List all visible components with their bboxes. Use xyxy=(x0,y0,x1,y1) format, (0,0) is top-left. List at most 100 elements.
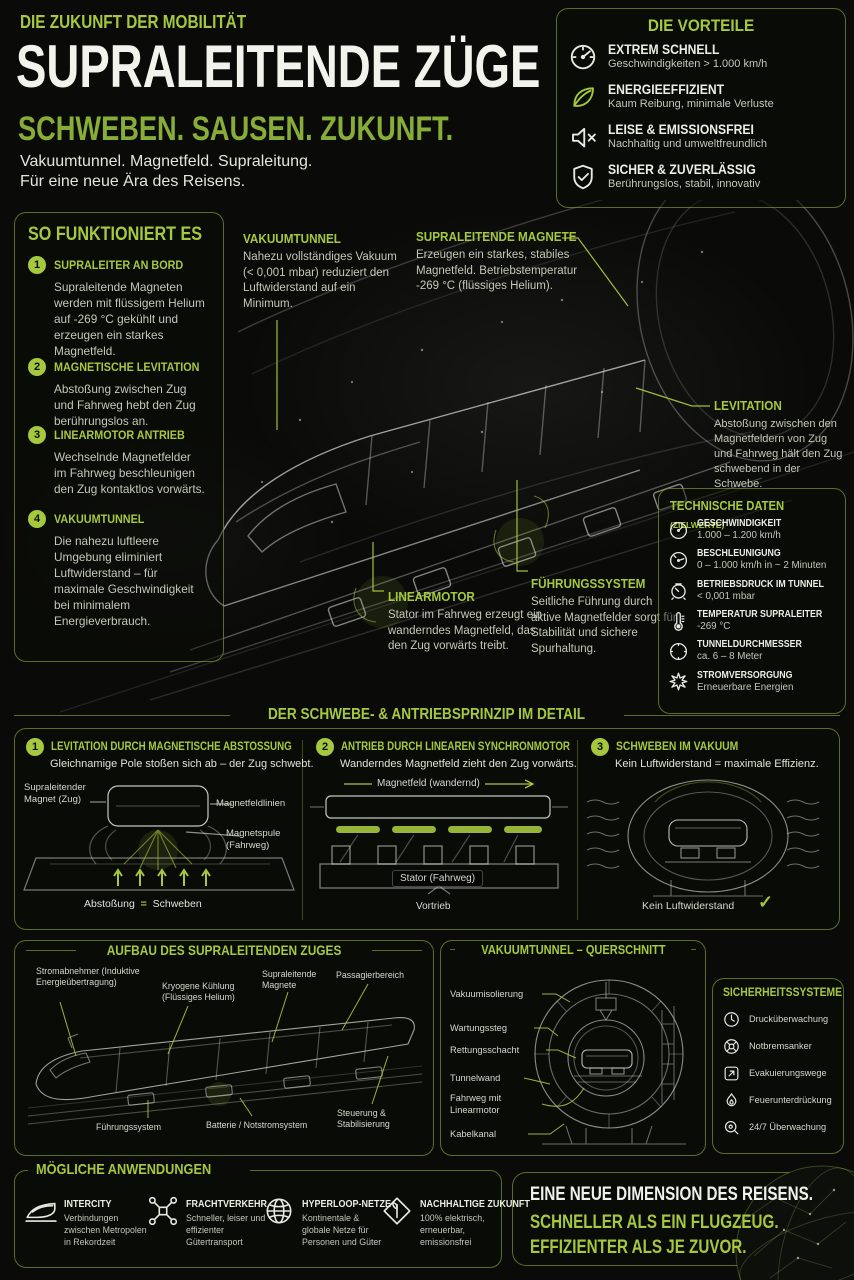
tech-data-row: TUNNELDURCHMESSER ca. 6 – 8 Meter xyxy=(668,639,838,663)
step-number: 1 xyxy=(28,256,46,274)
anwendung-zukunft-title: NACHHALTIGE ZUKUNFT xyxy=(420,1199,530,1210)
funktioniert-panel xyxy=(14,212,224,662)
header-kicker: DIE ZUKUNFT DER MOBILITÄT xyxy=(20,12,247,32)
page-title: SUPRALEITENDE ZÜGE xyxy=(16,33,541,100)
vorteile-item: EXTREM SCHNELL Geschwindigkeiten > 1.000… xyxy=(568,42,774,72)
detail-panel-3-header: 3 SCHWEBEN IM VAKUUM xyxy=(591,738,752,756)
technische-daten-panel xyxy=(658,488,846,714)
label-magnet: Supraleitender Magnet (Zug) xyxy=(24,782,86,806)
tech-data-row: BESCHLEUNIGUNG 0 – 1.000 km/h in ~ 2 Min… xyxy=(668,548,838,572)
outro-line-3: EFFIZIENTER ALS JE ZUVOR. xyxy=(530,1237,747,1258)
label-kein-luftwiderstand: Kein Luftwiderstand xyxy=(642,900,735,912)
label-stromabnehmer: Stromabnehmer (Induktive Energieübertrag… xyxy=(36,966,140,988)
maglev-train-illustration xyxy=(59,200,854,713)
sicherheit-title: SICHERHEITSSYSTEME xyxy=(723,987,843,999)
thermometer-icon xyxy=(674,611,685,631)
levitation-bottom-labels: Abstoßung = Schweben xyxy=(84,898,202,910)
outro-line-2: SCHNELLER ALS EIN FLUGZEUG. xyxy=(530,1212,779,1233)
callout-lines xyxy=(276,237,710,592)
vorteile-item: SICHER & ZUVERLÄSSIG Berührungslos, stab… xyxy=(568,162,774,192)
detail-panel-3-subtitle: Kein Luftwiderstand = maximale Effizienz… xyxy=(615,758,819,770)
divider-line xyxy=(14,714,231,716)
muted-speaker-icon xyxy=(572,127,596,148)
label-fahrweg-linearmotor: Fahrweg mit Linearmotor xyxy=(450,1093,502,1116)
train-icon xyxy=(25,1202,57,1222)
label-batterie: Batterie / Notstromsystem xyxy=(206,1120,308,1130)
panel-divider xyxy=(577,740,578,920)
detail-panel-1-subtitle: Gleichnamige Pole stoßen sich ab – der Z… xyxy=(50,758,314,770)
panel-number: 2 xyxy=(316,738,334,756)
anwendung-intercity-title: INTERCITY xyxy=(64,1199,112,1210)
label-magnetfeld: Magnetfeld (wandernd) xyxy=(372,777,485,790)
page-subtitle: SCHWEBEN. SAUSEN. ZUKUNFT. xyxy=(18,110,454,148)
vacuum-tube-diagram xyxy=(586,779,820,897)
vorteile-panel xyxy=(556,8,846,208)
freight-network-icon xyxy=(148,1196,178,1226)
anwendung-intercity xyxy=(24,1194,58,1228)
callout-linearmotor: LINEARMOTOR Stator im Fahrweg erzeugt ei… xyxy=(388,589,543,653)
sicherheit-panel xyxy=(712,978,844,1154)
anwendung-hyperloop-title: HYPERLOOP-NETZE xyxy=(302,1199,392,1210)
header-description-1: Vakuumtunnel. Magnetfeld. Supraleitung. xyxy=(20,153,313,170)
anwendung-frachtverkehr xyxy=(146,1194,180,1228)
checkmark-icon: ✓ xyxy=(758,892,774,912)
shield-check-icon xyxy=(573,164,593,190)
anwendung-zukunft-desc: 100% elektrisch, erneuerbar, emissionsfr… xyxy=(420,1213,485,1247)
evacuation-icon xyxy=(724,1066,739,1081)
globe-icon xyxy=(266,1198,292,1224)
divider-line xyxy=(691,949,697,950)
tech-data-row: TEMPERATUR SUPRALEITER -269 °C xyxy=(668,609,838,633)
anwendung-hyperloop-desc: Kontinentale & globale Netze für Persone… xyxy=(302,1213,382,1247)
step-number: 4 xyxy=(28,510,46,528)
divider-line xyxy=(623,714,841,716)
panel-divider xyxy=(302,740,303,920)
anwendung-frachtverkehr-title: FRACHTVERKEHR xyxy=(186,1199,267,1210)
label-passagierbereich: Passagierbereich xyxy=(336,970,404,980)
header-description-2: Für eine neue Ära des Reisens. xyxy=(20,173,246,190)
querschnitt-title: VAKUUMTUNNEL – QUERSCHNITT xyxy=(450,942,697,957)
label-rettungsschacht: Rettungsschacht xyxy=(450,1045,520,1055)
tech-data-row: STROMVERSORGUNG Erneuerbare Energien xyxy=(668,670,838,694)
sicherheit-item: 24/7 Überwachung xyxy=(722,1118,832,1137)
label-stator: Stator (Fahrweg) xyxy=(392,870,484,887)
callout-levitation: LEVITATION Abstoßung zwischen den Magnet… xyxy=(714,398,843,490)
divider-line xyxy=(450,949,455,950)
label-kuehlung: Kryogene Kühlung (Flüssiges Helium) xyxy=(162,981,235,1003)
technische-daten-title: TECHNISCHE DATEN (ZIELWERTE) xyxy=(670,499,785,530)
vorteile-item: LEISE & EMISSIONSFREI Nachhaltig und umw… xyxy=(568,122,774,152)
sicherheit-item: Evakuierungswege xyxy=(722,1064,832,1083)
diameter-icon xyxy=(669,642,688,660)
callout-vakuumtunnel: VAKUUMTUNNEL Nahezu vollständiges Vakuum… xyxy=(243,231,397,310)
gauge-icon xyxy=(669,521,688,539)
wireframe-globe-decoration xyxy=(735,1165,854,1280)
funktioniert-step-2: 2 MAGNETISCHE LEVITATION Abstoßung zwisc… xyxy=(28,358,210,429)
aufbau-callout-lines xyxy=(59,983,389,1118)
sicherheit-item: Drucküberwachung xyxy=(722,1010,832,1029)
anwendung-hyperloop xyxy=(262,1194,296,1228)
funktioniert-step-3: 3 LINEARMOTOR ANTRIEB Wechselnde Magnetf… xyxy=(28,426,210,497)
callout-fuehrungssystem: FÜHRUNGSSYSTEM Seitliche Führung durch a… xyxy=(531,576,677,655)
vorteile-item: ENERGIEEFFIZIENT Kaum Reibung, minimale … xyxy=(568,82,774,112)
sicherheit-item: Notbremsanker xyxy=(722,1037,832,1056)
label-fuehrungssystem: Führungssystem xyxy=(96,1122,162,1132)
step-number: 2 xyxy=(28,358,46,376)
detail-panel-2-subtitle: Wanderndes Magnetfeld zieht den Zug vorw… xyxy=(340,758,577,770)
querschnitt-panel xyxy=(440,940,706,1156)
sustainability-icon xyxy=(383,1197,411,1225)
tech-data-row: GESCHWINDIGKEIT 1.000 – 1.200 km/h xyxy=(668,518,838,542)
detail-panel-1-header: 1 LEVITATION DURCH MAGNETISCHE ABSTOSSUN… xyxy=(26,738,334,756)
detail-section-header: DER SCHWEBE- & ANTRIEBSPRINZIP IM DETAIL xyxy=(14,706,841,724)
pressure-monitor-icon xyxy=(724,1012,739,1027)
funktioniert-step-1: 1 SUPRALEITER AN BORD Supraleitende Magn… xyxy=(28,256,210,359)
gauge-icon xyxy=(570,44,596,70)
label-tunnelwand: Tunnelwand xyxy=(450,1073,501,1083)
panel-number: 1 xyxy=(26,738,44,756)
panel-number: 3 xyxy=(591,738,609,756)
pressure-icon xyxy=(671,583,686,601)
acceleration-gauge-icon xyxy=(669,551,688,569)
querschnitt-callout-lines xyxy=(523,993,585,1135)
sicherheit-item: Feuerunterdrückung xyxy=(722,1091,832,1110)
divider-line xyxy=(26,949,76,951)
aufbau-panel xyxy=(14,940,434,1156)
funktioniert-title: SO FUNKTIONIERT ES xyxy=(28,224,203,245)
